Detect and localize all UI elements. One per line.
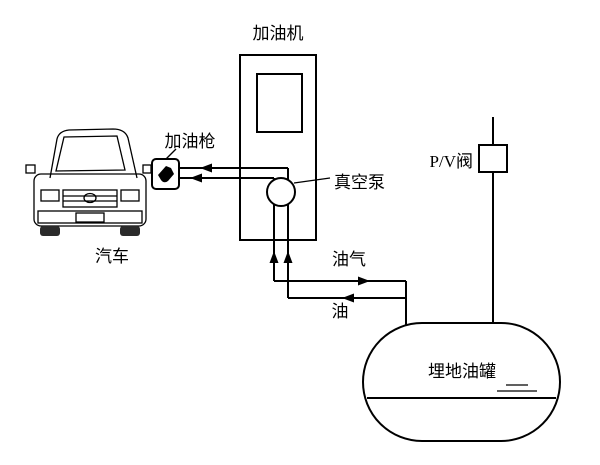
riser-arrow-right-icon	[283, 251, 293, 263]
car-logo	[83, 192, 97, 204]
tank-label: 埋地油罐	[428, 362, 496, 381]
vacuum-pump-circle	[266, 177, 296, 207]
dispenser-label: 加油机	[253, 24, 304, 43]
nozzle-label-leader	[165, 148, 177, 160]
nozzle-label: 加油枪	[165, 132, 216, 151]
tank-body	[362, 322, 561, 442]
vacuum-pump-label: 真空泵	[334, 173, 385, 192]
car-headlight-right	[120, 189, 140, 202]
vapor-flow-arrow-icon	[358, 276, 370, 286]
vapor-label: 油气	[332, 250, 366, 269]
car-label: 汽车	[95, 247, 129, 266]
car-cabin-outline	[49, 128, 138, 179]
car-wheel-left	[40, 226, 60, 236]
car-bumper	[37, 210, 143, 224]
car-headlight-left	[40, 189, 60, 202]
pv-valve-box	[478, 144, 508, 173]
car-mirror-right	[142, 164, 152, 174]
car-body	[33, 173, 147, 227]
oil-to-car-arrow-icon	[200, 163, 212, 173]
car-wheel-right	[120, 226, 140, 236]
oil-flow-arrow-icon	[342, 293, 354, 303]
vapor-to-nozzle-arrow-icon	[190, 173, 202, 183]
car-windshield	[55, 135, 126, 172]
car-grille	[62, 189, 118, 208]
car-illustration	[25, 128, 152, 236]
riser-arrow-left-icon	[269, 251, 279, 263]
oil-label: 油	[332, 302, 349, 321]
car-license-plate	[75, 212, 105, 223]
pv-valve-label: P/V阀	[430, 152, 473, 171]
vacuum-pump-leader	[293, 177, 331, 184]
dispenser-display	[256, 73, 303, 133]
nozzle-icon	[158, 166, 174, 183]
car-mirror-left	[25, 164, 36, 174]
